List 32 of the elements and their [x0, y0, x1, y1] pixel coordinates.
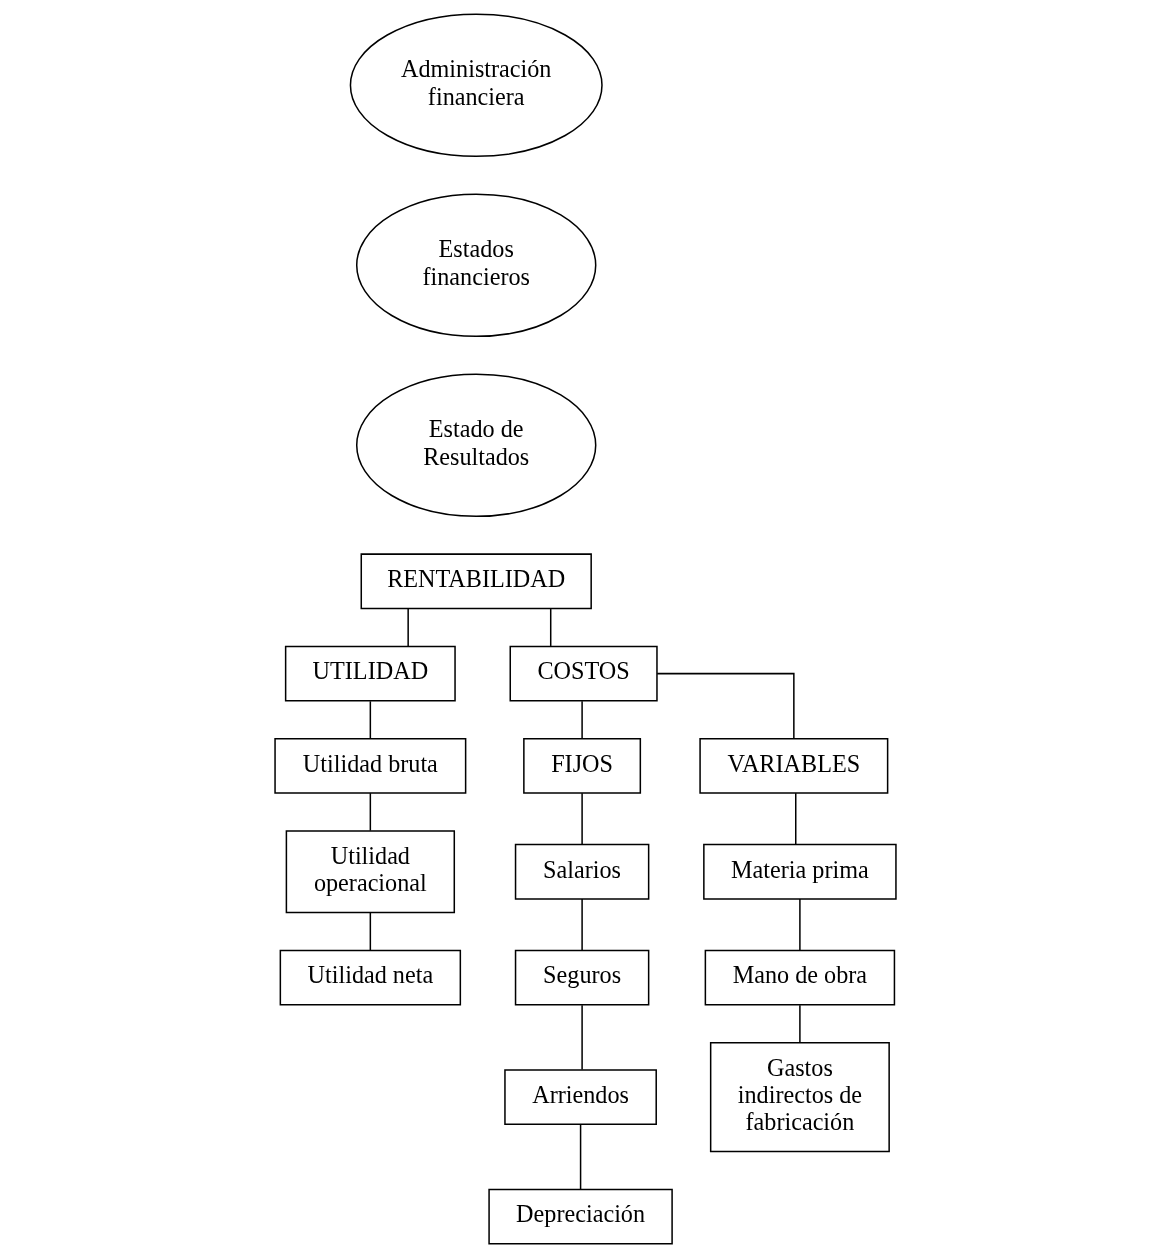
node-box: Gastos indirectos de fabricación	[709, 1041, 890, 1153]
node-box: Utilidad bruta	[274, 737, 467, 794]
node-box: Mano de obra	[704, 949, 896, 1006]
connector	[799, 1004, 801, 1044]
connector	[579, 1124, 582, 1190]
node-box: Materia prima	[703, 843, 897, 900]
connector	[369, 700, 372, 739]
node-box: RENTABILIDAD	[360, 553, 592, 610]
connector	[795, 792, 797, 845]
connector	[581, 1004, 583, 1071]
node-box: Salarios	[514, 843, 650, 900]
node-ellipse: Administración financiera	[349, 13, 603, 158]
node-box: COSTOS	[509, 645, 658, 702]
node-ellipse: Estado de Resultados	[355, 373, 597, 518]
connector	[549, 608, 552, 647]
connector	[581, 898, 583, 951]
node-box: FIJOS	[523, 737, 642, 794]
connector	[581, 792, 583, 845]
connector	[581, 700, 583, 739]
node-box: Arriendos	[504, 1069, 657, 1126]
node-box: Seguros	[514, 949, 650, 1006]
node-box: Utilidad operacional	[285, 830, 456, 914]
connector	[369, 912, 372, 952]
connector	[369, 792, 372, 832]
node-ellipse: Estados financieros	[355, 193, 597, 338]
node-box: Depreciación	[488, 1188, 673, 1245]
node-box: VARIABLES	[699, 737, 889, 794]
node-box: Utilidad neta	[279, 949, 462, 1006]
connector	[799, 898, 801, 951]
node-box: UTILIDAD	[284, 645, 456, 702]
connector	[407, 608, 409, 647]
connector	[656, 672, 795, 739]
